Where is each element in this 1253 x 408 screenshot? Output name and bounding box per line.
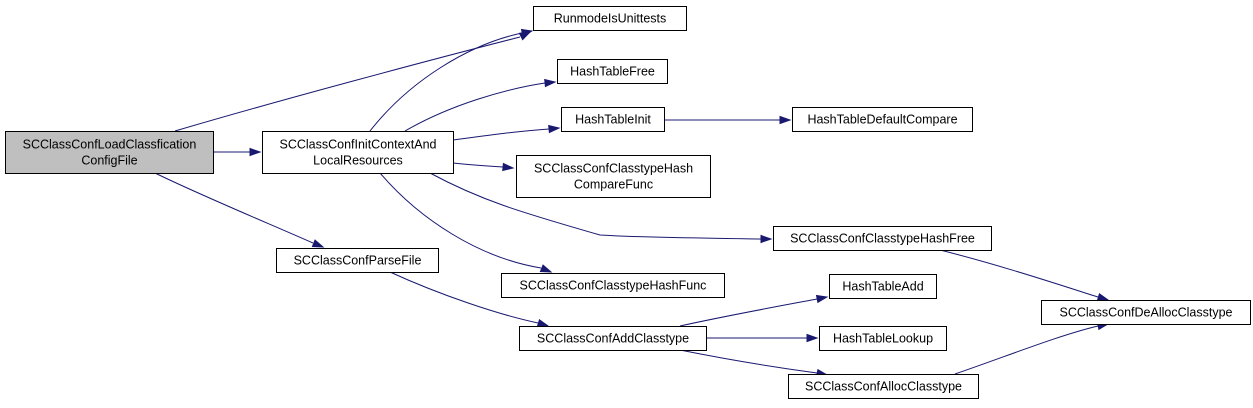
node-box-deallocCt [1041, 300, 1251, 325]
arrowhead-ctHashFunc [539, 264, 553, 273]
node-allocCt[interactable]: SCClassConfAllocClasstype [788, 374, 979, 399]
arrowhead-htInit [548, 124, 561, 134]
node-htLookup[interactable]: HashTableLookup [819, 326, 947, 351]
node-deallocCt[interactable]: SCClassConfDeAllocClasstype [1041, 300, 1251, 325]
node-box-runUnit [533, 6, 687, 31]
node-label-htAdd-line-0: HashTableAdd [842, 280, 923, 294]
arrowhead-runUnit [520, 28, 534, 38]
node-label-initContext-line-0: SCClassConfInitContextAnd [279, 138, 436, 152]
node-runUnit[interactable]: RunmodeIsUnittests [533, 6, 687, 31]
edge-addCt-to-htAdd [679, 298, 818, 327]
node-label-runUnit-line-0: RunmodeIsUnittests [554, 12, 667, 26]
nodes-layer: SCClassConfLoadClassficationConfigFileSC… [5, 6, 1251, 399]
node-label-ctHashFunc-line-0: SCClassConfClasstypeHashFunc [520, 279, 707, 293]
node-box-addCt [519, 326, 707, 351]
node-label-ctHashCmp-line-1: CompareFunc [574, 178, 653, 192]
node-label-addCt-line-0: SCClassConfAddClasstype [537, 332, 689, 346]
node-label-initContext-line-1: LocalResources [313, 154, 403, 168]
edge-root-to-runUnit [174, 36, 521, 132]
edge-initContext-to-ctHashFree [429, 172, 762, 240]
edges-layer [154, 28, 1110, 378]
node-label-htLookup-line-0: HashTableLookup [833, 332, 933, 346]
arrowhead-ctHashCmp [502, 162, 515, 172]
edge-initContext-to-ctHashCmp [452, 162, 504, 168]
node-label-htDefCmp-line-0: HashTableDefaultCompare [807, 113, 957, 127]
node-box-root [5, 131, 214, 174]
arrowhead-htDefCmp [779, 115, 792, 125]
edge-initContext-to-runUnit [369, 32, 523, 132]
node-box-htLookup [819, 326, 947, 351]
arrowhead-parseFile [311, 239, 325, 248]
arrowhead-deallocCt [1096, 292, 1110, 302]
node-box-htAdd [829, 274, 937, 299]
arrowhead-initContext [249, 147, 262, 157]
node-htDefCmp[interactable]: HashTableDefaultCompare [792, 107, 973, 132]
node-box-htInit [561, 107, 665, 132]
node-box-htFree [557, 59, 668, 84]
node-label-parseFile-line-0: SCClassConfParseFile [294, 254, 422, 268]
node-box-ctHashFree [773, 226, 992, 251]
edge-ctHashFree-to-deallocCt [939, 249, 1099, 298]
edge-initContext-to-ctHashFunc [379, 172, 542, 269]
node-label-deallocCt-line-0: SCClassConfDeAllocClasstype [1060, 306, 1233, 320]
edge-allocCt-to-deallocCt [954, 325, 1099, 375]
node-parseFile[interactable]: SCClassConfParseFile [276, 248, 439, 273]
edge-initContext-to-htFree [404, 82, 546, 132]
node-label-htInit-line-0: HashTableInit [575, 113, 651, 127]
node-htFree[interactable]: HashTableFree [557, 59, 668, 84]
edge-parseFile-to-addCt [389, 271, 539, 324]
edge-root-to-parseFile [154, 172, 314, 244]
arrowhead-ctHashFree [760, 234, 773, 244]
node-label-htFree-line-0: HashTableFree [570, 65, 655, 79]
node-label-ctHashCmp-line-0: SCClassConfClasstypeHash [534, 162, 693, 176]
node-htInit[interactable]: HashTableInit [561, 107, 665, 132]
node-addCt[interactable]: SCClassConfAddClasstype [519, 326, 707, 351]
node-box-ctHashFunc [501, 273, 725, 298]
node-box-allocCt [788, 374, 979, 399]
node-box-htDefCmp [792, 107, 973, 132]
arrowhead-htAdd [815, 294, 829, 304]
node-htAdd[interactable]: HashTableAdd [829, 274, 937, 299]
node-label-ctHashFree-line-0: SCClassConfClasstypeHashFree [790, 232, 975, 246]
node-label-root-line-1: ConfigFile [81, 154, 137, 168]
arrowhead-htFree [544, 78, 557, 88]
arrowhead-addCt [536, 318, 550, 328]
edge-initContext-to-htInit [452, 128, 550, 141]
node-box-initContext [262, 131, 454, 174]
node-box-ctHashCmp [516, 155, 711, 198]
node-box-parseFile [276, 248, 439, 273]
node-ctHashFree[interactable]: SCClassConfClasstypeHashFree [773, 226, 992, 251]
node-ctHashFunc[interactable]: SCClassConfClasstypeHashFunc [501, 273, 725, 298]
node-label-root-line-0: SCClassConfLoadClassfication [23, 138, 197, 152]
arrowhead-htLookup [806, 333, 819, 343]
node-label-allocCt-line-0: SCClassConfAllocClasstype [805, 380, 962, 394]
edge-addCt-to-allocCt [679, 349, 818, 374]
